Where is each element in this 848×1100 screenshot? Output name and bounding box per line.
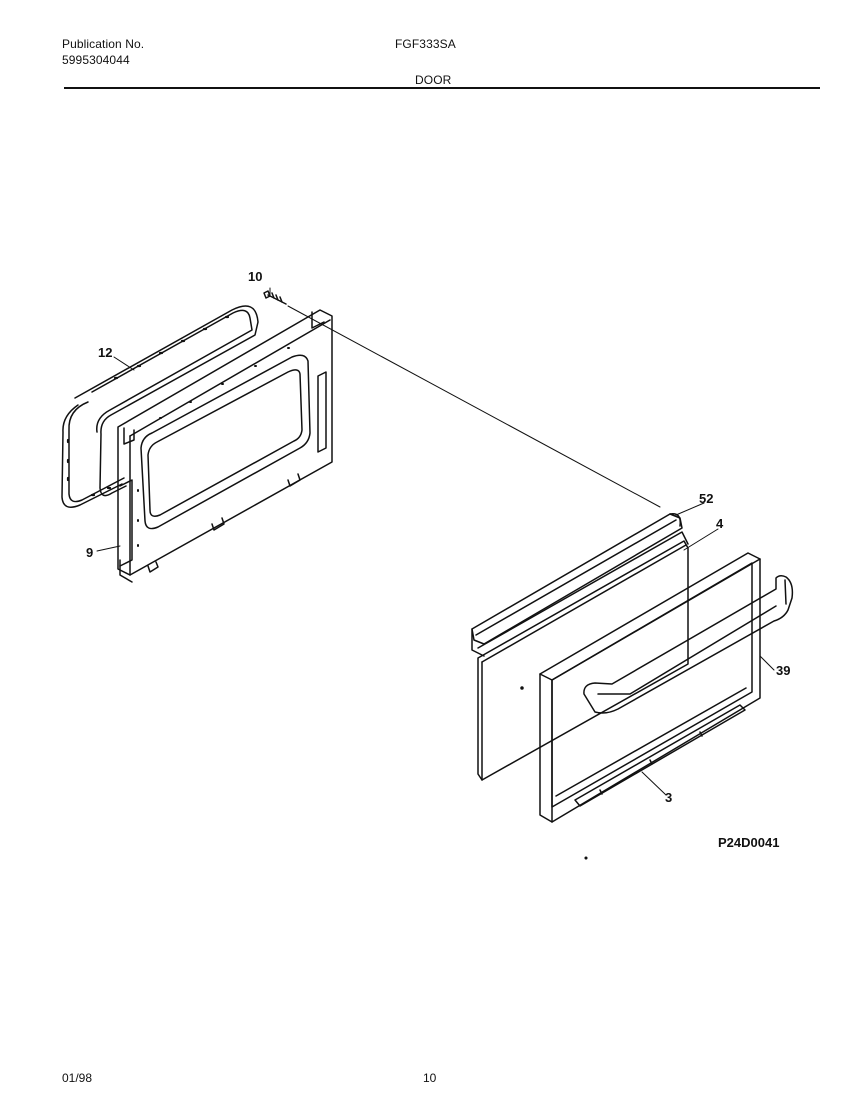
- section-title: DOOR: [415, 73, 452, 87]
- stray-dot: [520, 686, 524, 690]
- figure-code: P24D0041: [718, 835, 780, 850]
- callout-3: 3: [665, 790, 672, 805]
- screw-part: [263, 290, 287, 305]
- alignment-line: [287, 305, 661, 508]
- top-trim-part: [471, 513, 683, 657]
- outer-frame-part: [539, 552, 761, 823]
- gasket-part: [61, 305, 259, 508]
- publication-label: Publication No.: [62, 37, 145, 51]
- model-number: FGF333SA: [395, 37, 456, 51]
- footer-page-number: 10: [423, 1071, 437, 1085]
- stray-dot: [584, 856, 588, 860]
- callout-12: 12: [98, 345, 112, 360]
- callout-39: 39: [776, 663, 790, 678]
- handle-part: [583, 574, 794, 714]
- door-liner-part: [117, 309, 333, 583]
- callout-52: 52: [699, 491, 713, 506]
- leader-lines: [96, 287, 775, 796]
- callout-4: 4: [716, 516, 724, 531]
- callout-10: 10: [248, 269, 262, 284]
- publication-number: 5995304044: [62, 53, 130, 67]
- callout-9: 9: [86, 545, 93, 560]
- footer-date: 01/98: [62, 1071, 93, 1085]
- glass-part: [477, 531, 689, 781]
- header-rule: [64, 87, 820, 89]
- bottom-vent-part: [574, 704, 746, 807]
